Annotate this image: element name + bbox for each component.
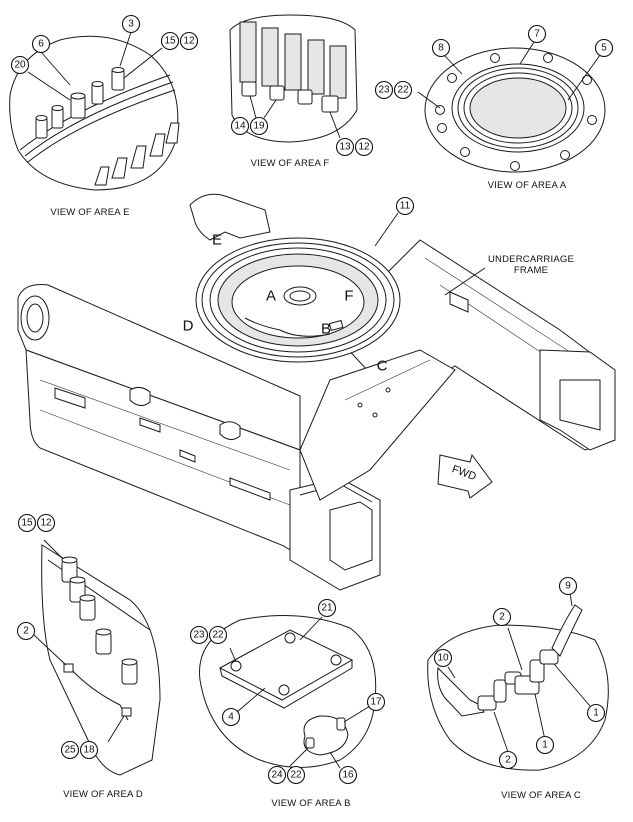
svg-text:23: 23 bbox=[378, 85, 390, 96]
view-area-e: 6 20 3 15 12 VIEW OF AREA E bbox=[9, 14, 199, 218]
svg-text:2: 2 bbox=[23, 626, 29, 637]
bolts-d bbox=[61, 556, 138, 685]
caption-view-area-f: VIEW OF AREA F bbox=[251, 158, 330, 169]
callout-d-2: 2 bbox=[16, 621, 36, 641]
bolts-e bbox=[35, 67, 125, 139]
svg-text:5: 5 bbox=[601, 43, 607, 54]
svg-text:12: 12 bbox=[358, 142, 370, 153]
callout-e-20: 20 bbox=[10, 55, 30, 75]
callout-a-8: 8 bbox=[431, 38, 451, 58]
callout-c-10: 10 bbox=[433, 648, 453, 668]
callout-f-19: 19 bbox=[249, 116, 269, 136]
svg-text:25: 25 bbox=[64, 745, 76, 756]
callout-b-23: 23 bbox=[189, 625, 209, 645]
svg-text:24: 24 bbox=[271, 770, 283, 781]
callout-b-21: 21 bbox=[317, 598, 337, 618]
callout-c-2b: 2 bbox=[498, 750, 518, 770]
callout-e-15: 15 bbox=[160, 31, 180, 51]
callout-b-17: 17 bbox=[366, 692, 386, 712]
callout-c-1: 1 bbox=[586, 703, 606, 723]
area-letter-d: D bbox=[183, 318, 194, 335]
callout-d-18: 18 bbox=[79, 740, 99, 760]
callout-f-13: 13 bbox=[335, 137, 355, 157]
flange-bolts-a bbox=[435, 53, 597, 171]
svg-text:12: 12 bbox=[40, 518, 52, 529]
callout-c-1b: 1 bbox=[535, 735, 555, 755]
callout-a-7: 7 bbox=[527, 24, 547, 44]
callout-a-5: 5 bbox=[594, 38, 614, 58]
callout-d-25: 25 bbox=[60, 740, 80, 760]
callout-a-23: 23 bbox=[374, 80, 394, 100]
bolts-f bbox=[241, 81, 339, 113]
svg-text:9: 9 bbox=[565, 581, 571, 592]
callout-a-22: 22 bbox=[393, 80, 413, 100]
svg-text:2: 2 bbox=[505, 755, 511, 766]
view-area-f: 14 19 13 12 VIEW OF AREA F bbox=[229, 14, 374, 169]
callout-b-24: 24 bbox=[267, 765, 287, 785]
label-undercarriage-frame-1: UNDERCARRIAGE bbox=[488, 254, 574, 265]
fwd-arrow-icon: FWD bbox=[437, 453, 493, 499]
callout-f-12: 12 bbox=[354, 137, 374, 157]
area-letter-a: A bbox=[266, 288, 276, 305]
view-area-d: 15 12 2 25 18 VIEW OF AREA D bbox=[16, 513, 161, 800]
svg-text:16: 16 bbox=[342, 770, 354, 781]
svg-text:2: 2 bbox=[499, 612, 505, 623]
swing-ring-gear bbox=[195, 237, 401, 363]
area-letter-b: B bbox=[321, 321, 331, 338]
svg-text:7: 7 bbox=[534, 29, 540, 40]
svg-text:12: 12 bbox=[183, 36, 195, 47]
svg-text:6: 6 bbox=[38, 39, 44, 50]
svg-text:3: 3 bbox=[128, 19, 134, 30]
view-area-b: 21 23 22 4 17 24 22 16 VIEW OF AREA B bbox=[189, 598, 386, 809]
callout-e-6: 6 bbox=[31, 34, 51, 54]
caption-view-area-c: VIEW OF AREA C bbox=[501, 790, 581, 801]
svg-text:15: 15 bbox=[21, 518, 33, 529]
gear-teeth-e bbox=[94, 122, 180, 186]
callout-b-22b: 22 bbox=[286, 765, 306, 785]
callout-b-22: 22 bbox=[208, 625, 228, 645]
caption-view-area-a: VIEW OF AREA A bbox=[488, 180, 567, 191]
svg-text:21: 21 bbox=[321, 603, 333, 614]
callout-b-4: 4 bbox=[221, 707, 241, 727]
area-letter-f: F bbox=[344, 288, 353, 305]
svg-text:22: 22 bbox=[290, 770, 302, 781]
svg-text:13: 13 bbox=[339, 142, 351, 153]
view-area-c: 9 2 10 1 1 2 VIEW OF AREA C bbox=[427, 576, 609, 801]
callout-d-12: 12 bbox=[36, 513, 56, 533]
callout-e-3: 3 bbox=[121, 14, 141, 34]
callout-b-16: 16 bbox=[338, 765, 358, 785]
svg-text:15: 15 bbox=[164, 36, 176, 47]
callout-d-15: 15 bbox=[17, 513, 37, 533]
caption-view-area-b: VIEW OF AREA B bbox=[271, 798, 350, 809]
label-undercarriage-frame-2: FRAME bbox=[514, 265, 548, 276]
svg-text:23: 23 bbox=[193, 630, 205, 641]
svg-text:22: 22 bbox=[397, 85, 409, 96]
callout-c-9: 9 bbox=[558, 576, 578, 596]
svg-text:22: 22 bbox=[212, 630, 224, 641]
svg-text:1: 1 bbox=[542, 740, 548, 751]
gear-teeth-f bbox=[239, 21, 347, 99]
svg-text:14: 14 bbox=[234, 121, 246, 132]
area-letter-e: E bbox=[212, 232, 222, 249]
area-letter-c: C bbox=[377, 358, 388, 375]
svg-text:20: 20 bbox=[14, 60, 26, 71]
undercarriage-frame-drawing: 11 UNDERCARRIAGE FRAME E A F D B C FWD bbox=[17, 193, 616, 591]
svg-text:8: 8 bbox=[438, 43, 444, 54]
svg-text:1: 1 bbox=[593, 708, 599, 719]
callout-main-11: 11 bbox=[395, 196, 415, 216]
svg-text:10: 10 bbox=[437, 653, 449, 664]
view-area-a: 8 7 5 23 22 VIEW OF AREA A bbox=[374, 24, 614, 191]
svg-text:11: 11 bbox=[400, 201, 411, 212]
caption-view-area-d: VIEW OF AREA D bbox=[63, 789, 143, 800]
svg-text:4: 4 bbox=[228, 712, 234, 723]
svg-text:17: 17 bbox=[370, 697, 382, 708]
callout-c-2: 2 bbox=[492, 607, 512, 627]
callout-e-12: 12 bbox=[179, 31, 199, 51]
caption-view-area-e: VIEW OF AREA E bbox=[50, 207, 129, 218]
svg-text:19: 19 bbox=[253, 121, 265, 132]
callout-f-14: 14 bbox=[230, 116, 250, 136]
svg-text:18: 18 bbox=[83, 745, 95, 756]
